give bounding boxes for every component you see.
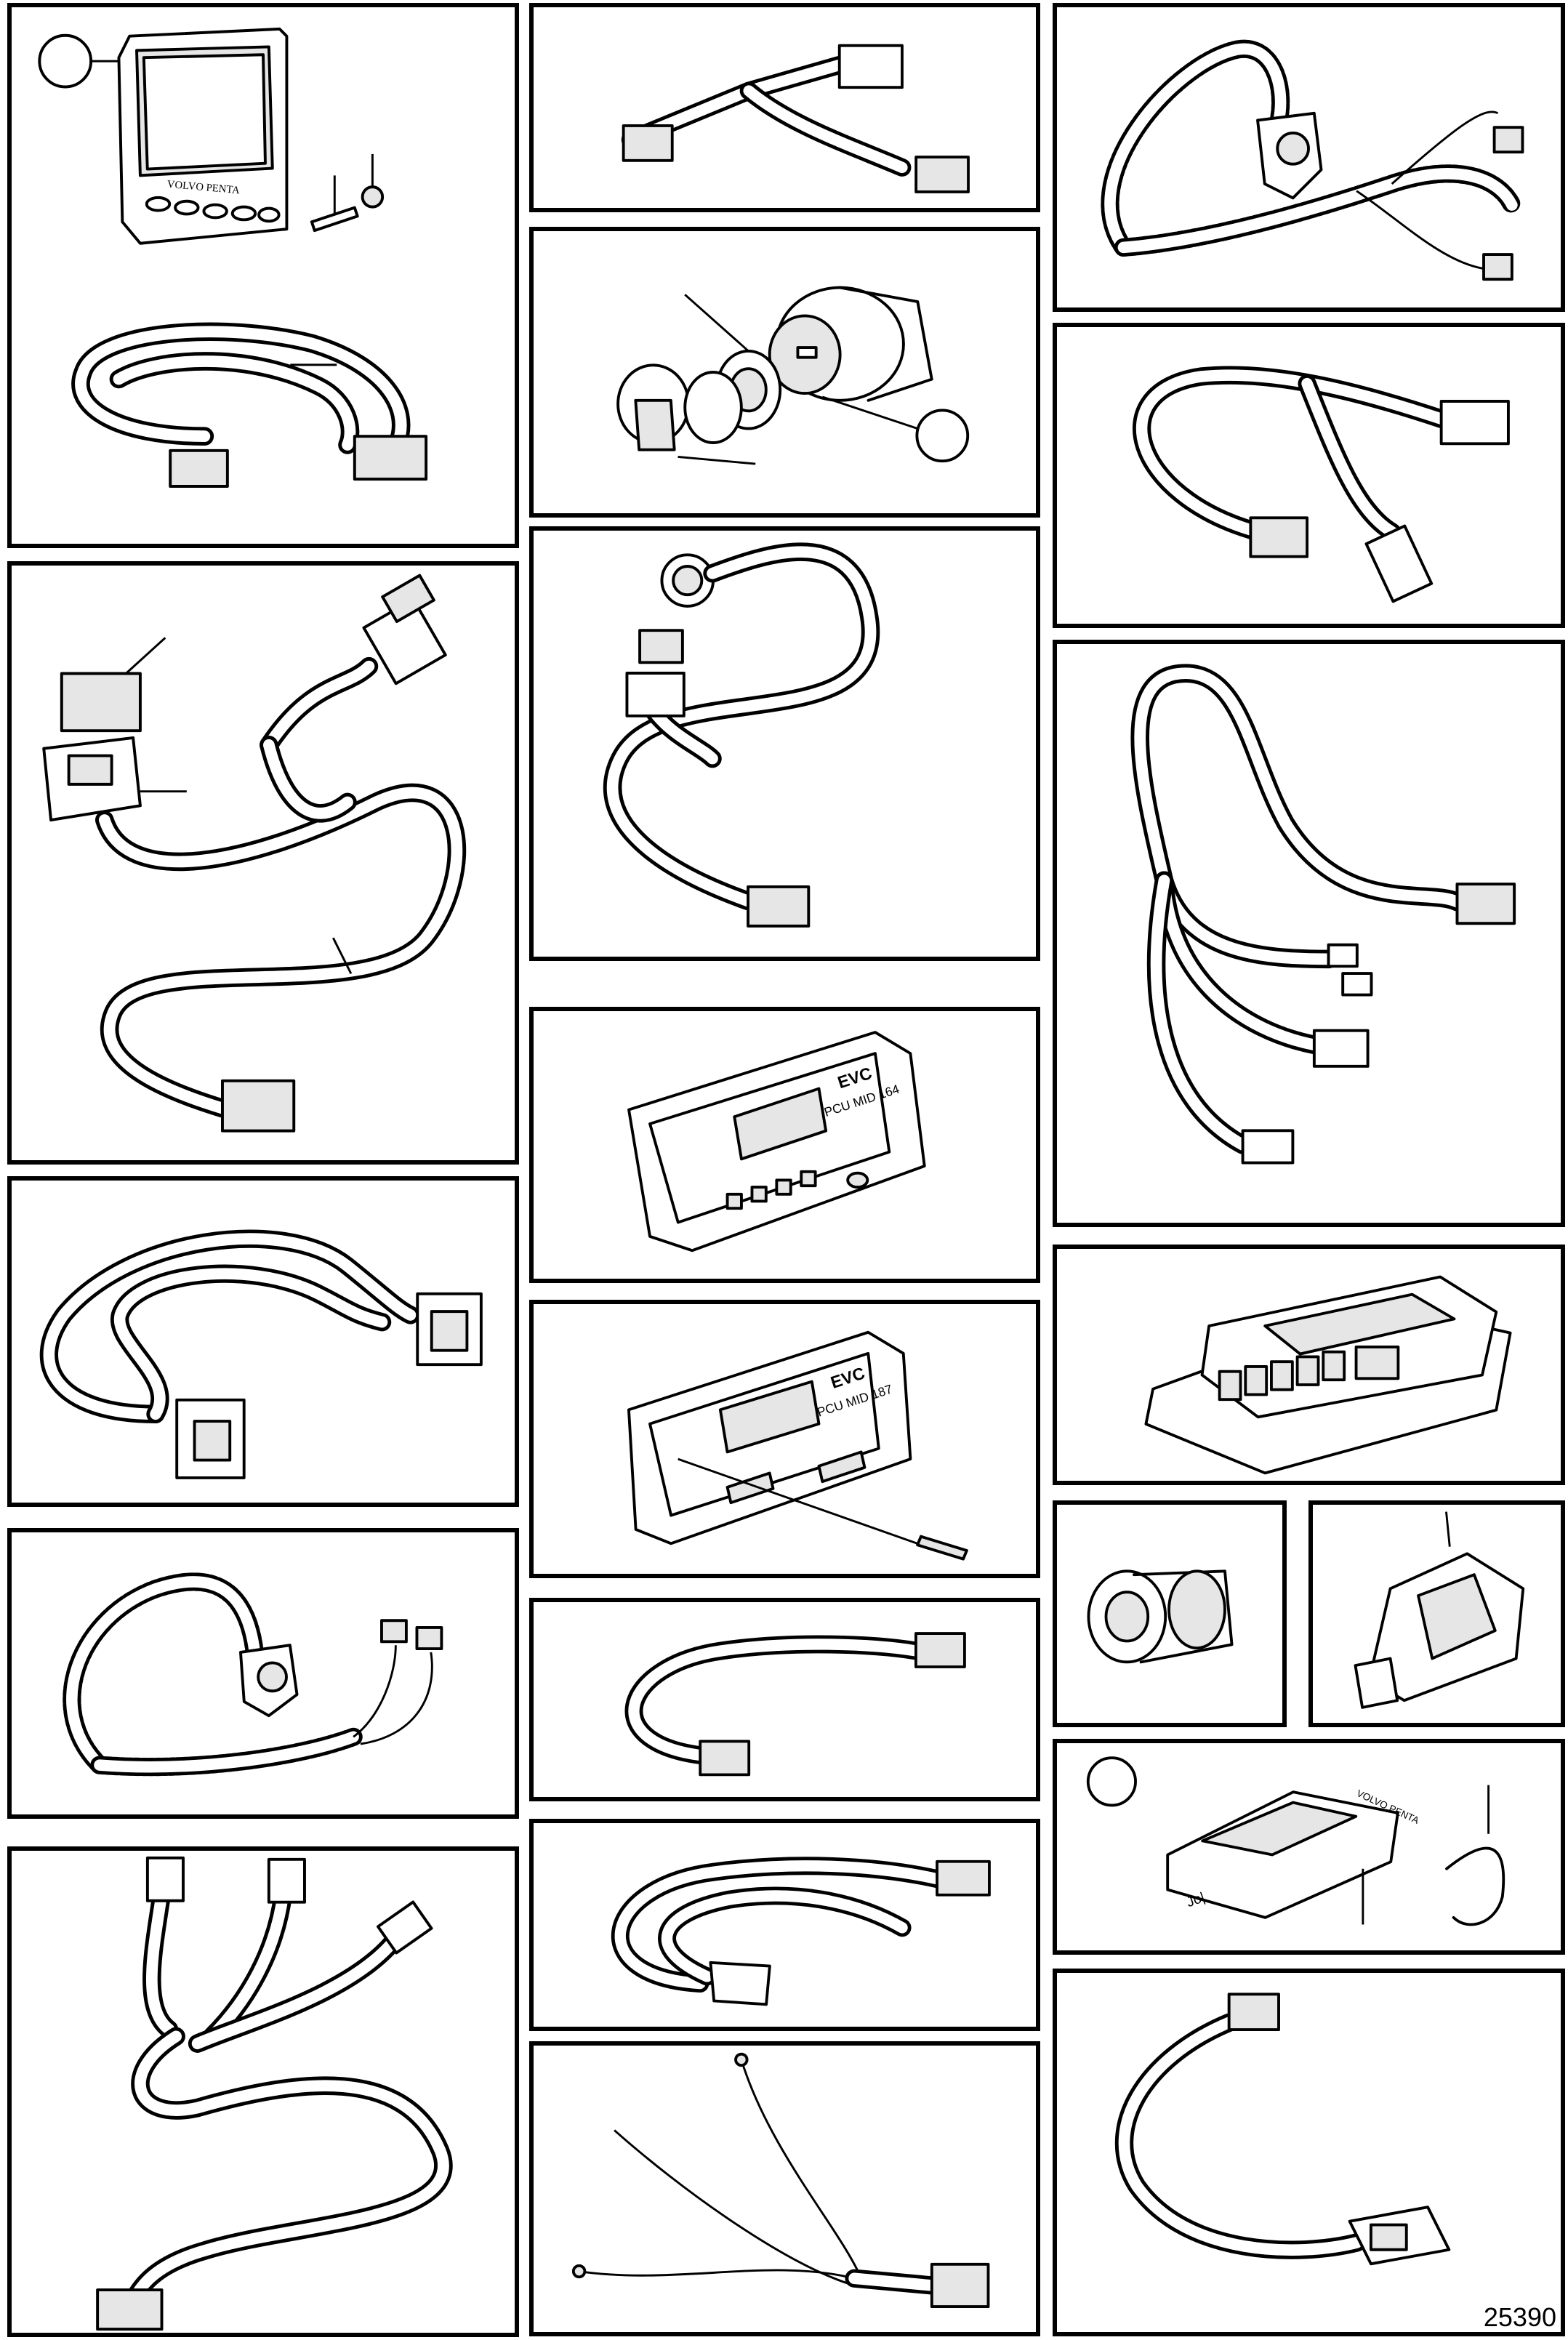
ignition-switch-drawing: [616, 286, 970, 465]
dsub-connector: [709, 1961, 771, 2006]
panel-short-cable[interactable]: [529, 1598, 1040, 1801]
y-harness-connector-a: [1439, 400, 1510, 446]
ring-terminal-b: [571, 2264, 587, 2279]
power-cable-drawing: [571, 2052, 990, 2309]
pin-connector-b: [415, 1626, 443, 1650]
pin-connector-d: [1482, 253, 1513, 281]
panel-round-connector[interactable]: [1053, 1500, 1287, 1727]
pcu-164-housing: [627, 1031, 926, 1253]
panel-gateway[interactable]: VOLVO PENTA Jo|: [1053, 1739, 1565, 1955]
module-cable-connector: [1227, 1993, 1280, 2032]
harness-connector-bottom: [221, 1079, 296, 1133]
mounting-bolt: [916, 1535, 968, 1561]
branch-harness-drawing: [96, 1856, 453, 2331]
panel-sensor-harness[interactable]: [7, 1528, 519, 1819]
branch-connector-3: [376, 1900, 433, 1955]
panel-pcu-164[interactable]: EVC PCU MID 164: [529, 1007, 1040, 1283]
y-harness-drawing: [1132, 366, 1510, 603]
sensor-harness-drawing: [63, 1572, 443, 1777]
multi-connector-a: [1455, 882, 1516, 925]
connector-left-4pin: [175, 1398, 246, 1479]
dsub-cable-connector: [936, 1859, 991, 1897]
round-connector-drawing: [1087, 1569, 1234, 1664]
short-cable-drawing: [624, 1632, 966, 1777]
panel-evc-unit[interactable]: [1053, 1245, 1565, 1485]
y-connector-left: [622, 124, 674, 162]
panel-power-cable[interactable]: [529, 2041, 1040, 2336]
connector-right: [353, 435, 428, 481]
display-cable: [71, 322, 428, 488]
relay-small: [638, 629, 684, 664]
sensor-block: [239, 1644, 299, 1718]
short-cable-connector-a: [914, 1632, 966, 1668]
multi-pin-b: [1341, 972, 1373, 997]
panel-extension-cable[interactable]: [7, 1176, 519, 1507]
y-adapter-drawing: [621, 44, 970, 193]
display-unit: [117, 27, 289, 245]
panel-relay-harness[interactable]: [7, 561, 519, 1165]
callout-circle: [915, 409, 970, 463]
panel-dsub-cable[interactable]: [529, 1819, 1040, 2031]
branch-connector-end: [96, 2288, 164, 2331]
panel-sensor-harness-large[interactable]: [1053, 3, 1565, 312]
y-connector-top: [837, 44, 904, 89]
panel-multi-harness[interactable]: [1053, 640, 1565, 1227]
short-cable-connector-b: [699, 1740, 751, 1777]
extension-cable-drawing: [39, 1229, 483, 1479]
pin-connector-a: [380, 1619, 408, 1644]
drawing-number: 25390: [1483, 2302, 1556, 2332]
key-switch-body: [768, 286, 933, 402]
display-kit-drawing: VOLVO PENTA: [38, 27, 428, 488]
panel-y-harness[interactable]: [1053, 323, 1565, 628]
pcu-164-drawing: EVC PCU MID 164: [627, 1031, 926, 1253]
evc-connector-row: [1218, 1350, 1346, 1402]
dsub-cable-drawing: [611, 1857, 991, 2006]
screw-part: [310, 153, 385, 233]
callout-circle: [1086, 1756, 1137, 1807]
y-harness-connector-c: [1364, 524, 1434, 603]
relay-harness-drawing: [42, 574, 467, 1133]
panel-bracket-sensor[interactable]: [1308, 1500, 1565, 1727]
pin-connector-c: [1492, 126, 1524, 154]
bracket-sensor-drawing: [1354, 1511, 1525, 1709]
key-cap: [616, 363, 743, 451]
multi-pin-a: [1327, 943, 1359, 968]
panel-pcu-187[interactable]: EVC PCU MID 187: [529, 1300, 1040, 1578]
connector-left: [169, 449, 229, 488]
panel-relay-cable[interactable]: [529, 526, 1040, 961]
multi-connector-c: [1241, 1129, 1295, 1165]
y-harness-connector-b: [1249, 516, 1309, 558]
panel-display-kit[interactable]: VOLVO PENTA: [7, 3, 519, 548]
y-connector-right: [914, 156, 970, 193]
relay-cable-drawing: [603, 542, 880, 928]
sensor-harness-large-drawing: [1101, 39, 1524, 281]
branch-connector-2: [267, 1857, 306, 1904]
large-sensor-block: [1256, 111, 1323, 200]
relay-socket-small: [625, 672, 686, 717]
connector-right-4pin: [416, 1292, 483, 1367]
relay-cable-end-connector: [747, 885, 811, 928]
panel-branch-harness[interactable]: [7, 1846, 519, 2337]
module-cable-drawing: [1114, 1993, 1451, 2266]
callout-circle: [38, 33, 93, 89]
cable-module: [1348, 2206, 1451, 2266]
multi-harness-drawing: [1130, 664, 1516, 1165]
cable-tie-clip: [1445, 1846, 1505, 1926]
panel-ignition-switch[interactable]: [529, 227, 1040, 518]
harness-connector-top: [362, 574, 447, 685]
power-cable-connector: [930, 2262, 990, 2309]
panel-y-adapter[interactable]: [529, 3, 1040, 212]
round-connector: [660, 553, 715, 608]
relay-socket: [42, 736, 142, 821]
multi-connector-b: [1312, 1029, 1370, 1068]
branch-connector-1: [145, 1856, 185, 1902]
panel-module-cable[interactable]: [1053, 1969, 1565, 2336]
evc-unit-drawing: [1144, 1275, 1512, 1475]
pcu-187-drawing: EVC PCU MID 187: [627, 1330, 968, 1561]
ring-terminal-a: [734, 2052, 749, 2067]
evc-main-connector: [1354, 1345, 1400, 1380]
gateway-drawing: VOLVO PENTA Jo|: [1086, 1756, 1505, 1926]
pcu-187-housing: [627, 1330, 912, 1545]
relay-block: [60, 672, 142, 733]
